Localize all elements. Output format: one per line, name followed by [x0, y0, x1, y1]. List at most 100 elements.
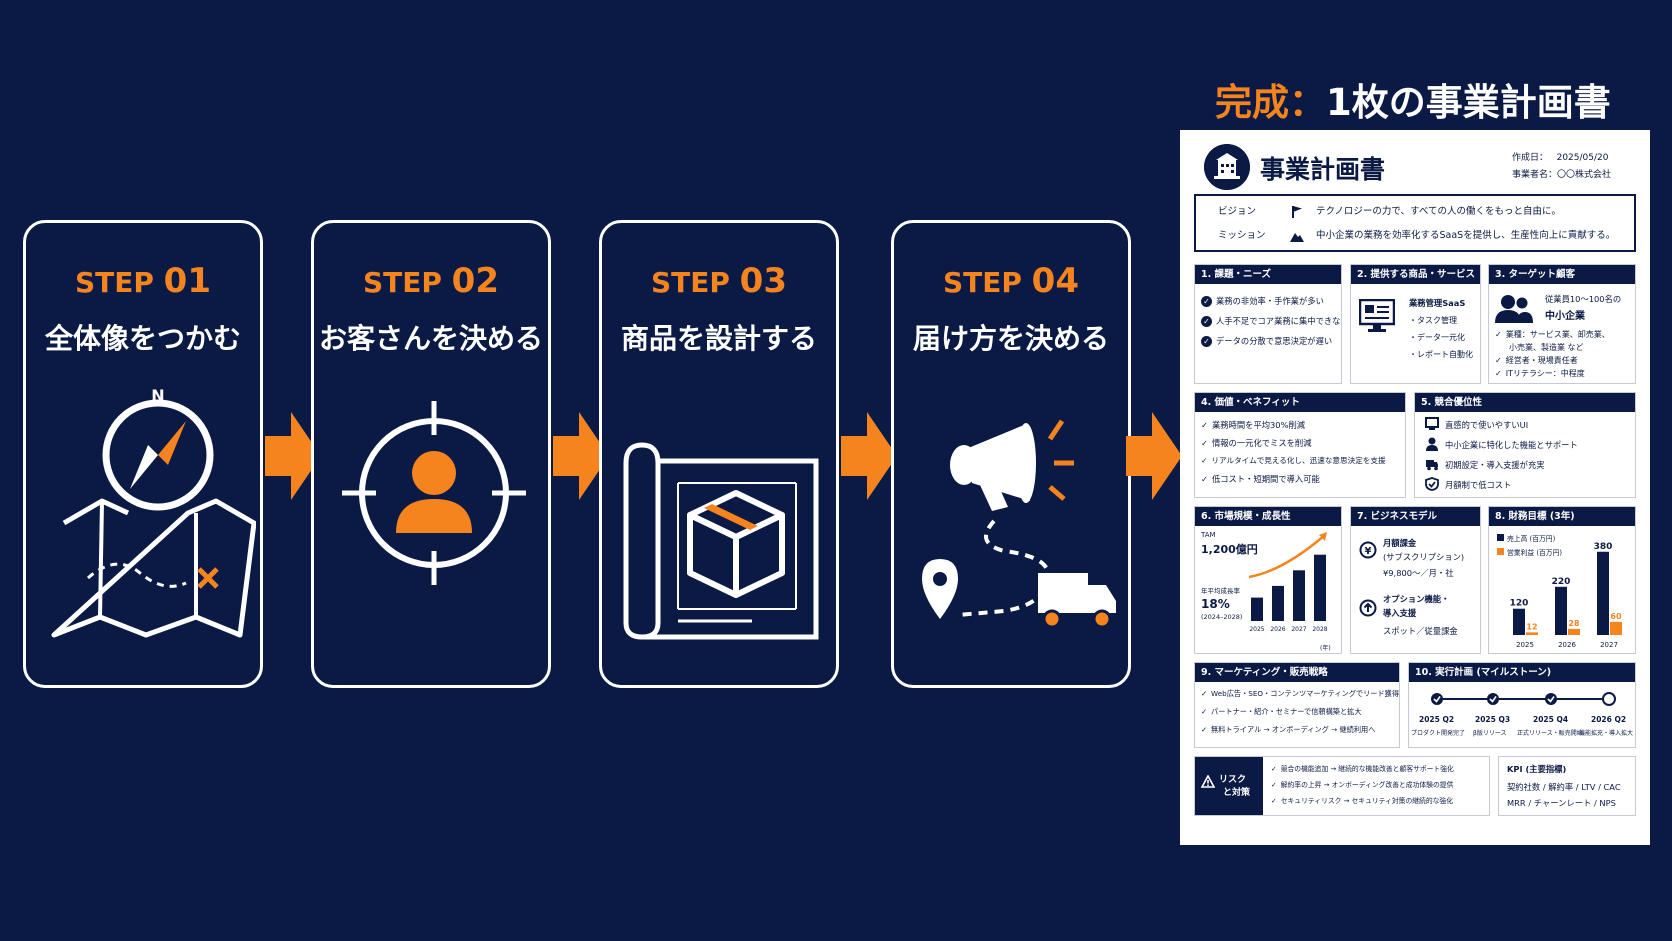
model-item: スポット／従量課金 — [1383, 626, 1458, 636]
arrow-right-icon — [265, 412, 321, 500]
section-advantage: 5. 競合優位性 直感的で使いやすいUI 中小企業に特化した機能とサポート 初期… — [1414, 392, 1636, 498]
arrow-right-icon — [1126, 412, 1182, 500]
finance-data-label: 380 — [1594, 542, 1613, 552]
building-icon — [1204, 144, 1250, 190]
market-tick-label: 2025 — [1249, 626, 1264, 633]
users-icon — [1495, 295, 1533, 323]
step-title: 届け方を決める — [912, 322, 1109, 355]
megaphone-delivery-icon — [922, 419, 1116, 629]
list-item: 月額制で低コスト — [1445, 480, 1512, 490]
finance-data-label: 28 — [1568, 619, 1580, 628]
profit-bar — [1568, 628, 1580, 635]
tam-label: TAM — [1201, 531, 1216, 539]
check-shield-icon — [1425, 477, 1439, 491]
section-target: 3. ターゲット顧客 従業員10～100名の 中小企業 ✓業種：サービス業、卸売… — [1488, 264, 1636, 384]
list-item: ✓業務時間を平均30%削減 — [1201, 420, 1306, 430]
final-title: 完成：1枚の事業計画書 — [1215, 81, 1611, 124]
list-item: ✓業種：サービス業、卸売業、 — [1495, 330, 1610, 339]
monitor-icon — [1359, 299, 1395, 332]
list-item: 初期設定・導入支援が充実 — [1445, 460, 1545, 470]
step-title: 全体像をつかむ — [44, 322, 241, 355]
list-item: ・データ一元化 — [1409, 333, 1465, 342]
milestone-desc: 正式リリース・販売開始 — [1517, 730, 1583, 737]
mountain-icon — [1290, 233, 1304, 242]
list-item: ✓Web広告・SEO・コンテンツマーケティングでリード獲得 — [1201, 689, 1400, 698]
list-item: ✓無料トライアル → オンボーディング → 継続利用へ — [1201, 725, 1376, 734]
cagr-value: 18% — [1201, 597, 1230, 611]
growth-arrow-line — [1248, 534, 1326, 579]
milestone-desc: β版リリース — [1473, 730, 1507, 737]
finance-tick-label: 2026 — [1558, 641, 1576, 649]
coin-icon: ¥ — [1359, 541, 1377, 559]
finance-data-label: 60 — [1610, 612, 1622, 621]
section-business-model: 7. ビジネスモデル ¥ 月額課金 (サブスクリプション) ¥9,800～／月・… — [1350, 506, 1481, 654]
list-item: ✓ITリテラシー：中程度 — [1495, 369, 1585, 378]
section-header: 7. ビジネスモデル — [1351, 507, 1480, 526]
screen-icon — [1425, 417, 1439, 430]
list-item: ✓リアルタイムで見える化し、迅速な意思決定を支援 — [1201, 456, 1386, 465]
section-milestones: 10. 実行計画 (マイルストーン) 2025 Q2 プロダクト開発完了 202… — [1408, 662, 1636, 748]
product-blueprint-icon — [623, 442, 819, 640]
section-header: 6. 市場規模・成長性 — [1195, 507, 1341, 526]
list-item: 直感的で使いやすいUI — [1445, 420, 1529, 430]
svg-text:¥: ¥ — [1365, 546, 1372, 557]
vision-text: テクノロジーの力で、すべての人の働くをもっと自由に。 — [1316, 206, 1562, 217]
vision-mission-box: ビジョン テクノロジーの力で、すべての人の働くをもっと自由に。 ミッション 中小… — [1194, 194, 1636, 252]
section-header: 8. 財務目標 (3年) — [1489, 507, 1635, 526]
list-item: 中小企業に特化した機能とサポート — [1445, 440, 1578, 450]
kpi-line: MRR / チャーンレート / NPS — [1507, 798, 1616, 808]
model-item: ¥9,800～／月・社 — [1383, 568, 1454, 578]
section-value: 4. 価値・ベネフィット ✓業務時間を平均30%削減 ✓情報の一元化でミスを削減… — [1194, 392, 1406, 498]
sales-bar — [1597, 551, 1609, 635]
section-kpi: KPI (主要指標) 契約社数 / 解約率 / LTV / CAC MRR / … — [1498, 756, 1636, 816]
list-item: ✓人手不足でコア業務に集中できない — [1201, 315, 1341, 327]
section-header: 2. 提供する商品・サービス — [1351, 265, 1480, 284]
business-plan-document: 事業計画書 作成日： 2025/05/20 事業者名：〇〇株式会社 ビジョン テ… — [1180, 130, 1650, 845]
check-icon: ✓ — [1201, 316, 1212, 327]
market-bar — [1293, 570, 1305, 621]
step-label: STEP 04 — [943, 261, 1079, 301]
legend-profit: 営業利益 (百万円) — [1497, 547, 1562, 557]
section-header: 9. マーケティング・販売戦略 — [1195, 663, 1399, 682]
milestone-quarter: 2026 Q2 — [1591, 715, 1627, 724]
step-card-2: STEP 02 お客さんを決める — [311, 220, 551, 688]
milestone-desc: プロダクト開発完了 — [1411, 730, 1466, 737]
finance-tick-label: 2027 — [1600, 641, 1618, 649]
truck-icon — [1426, 460, 1438, 471]
mission-label: ミッション — [1218, 230, 1266, 241]
market-bar — [1272, 585, 1284, 621]
target-main: 従業員10～100名の — [1545, 294, 1622, 304]
target-main-bold: 中小企業 — [1545, 311, 1585, 322]
risk-header: リスク と対策 — [1195, 757, 1263, 815]
step-label: STEP 01 — [75, 261, 211, 301]
year-unit: (年) — [1320, 645, 1331, 652]
flag-icon — [1292, 206, 1302, 218]
vision-label: ビジョン — [1218, 206, 1257, 217]
model-item: オプション機能・ — [1383, 594, 1450, 604]
milestone-quarter: 2025 Q4 — [1533, 715, 1569, 724]
finance-tick-label: 2025 — [1516, 641, 1534, 649]
profit-bar — [1526, 632, 1538, 635]
list-item: ✓情報の一元化でミスを削減 — [1201, 438, 1312, 448]
section-market: 6. 市場規模・成長性 TAM 1,200億円 年平均成長率 18% (2024… — [1194, 506, 1342, 654]
check-icon: ✓ — [1201, 336, 1212, 347]
market-tick-label: 2026 — [1270, 626, 1285, 633]
list-item: ✓データの分散で意思決定が遅い — [1201, 335, 1332, 347]
target-customer-icon — [342, 401, 526, 585]
list-item: ・タスク管理 — [1409, 316, 1457, 325]
finance-data-label: 12 — [1526, 622, 1537, 631]
timeline — [1431, 692, 1616, 706]
product-name: 業務管理SaaS — [1409, 298, 1466, 308]
cagr-period: (2024–2028) — [1201, 613, 1243, 621]
step-card-4: STEP 04 届け方を決める — [891, 220, 1131, 688]
check-icon: ✓ — [1201, 296, 1212, 307]
step-label: STEP 02 — [363, 261, 499, 301]
legend-sales: 売上高 (百万円) — [1497, 533, 1555, 543]
list-item: ✓パートナー・紹介・セミナーで信頼構築と拡大 — [1201, 707, 1362, 716]
list-item: ✓解約率の上昇 → オンボーディング改善と成功体験の提供 — [1271, 781, 1454, 789]
market-bar — [1314, 554, 1326, 621]
model-item: (サブスクリプション) — [1383, 552, 1465, 562]
mission-text: 中小企業の業務を効率化するSaaSを提供し、生産性向上に貢献する。 — [1316, 230, 1616, 241]
list-item: ✓低コスト・短期間で導入可能 — [1201, 474, 1320, 484]
